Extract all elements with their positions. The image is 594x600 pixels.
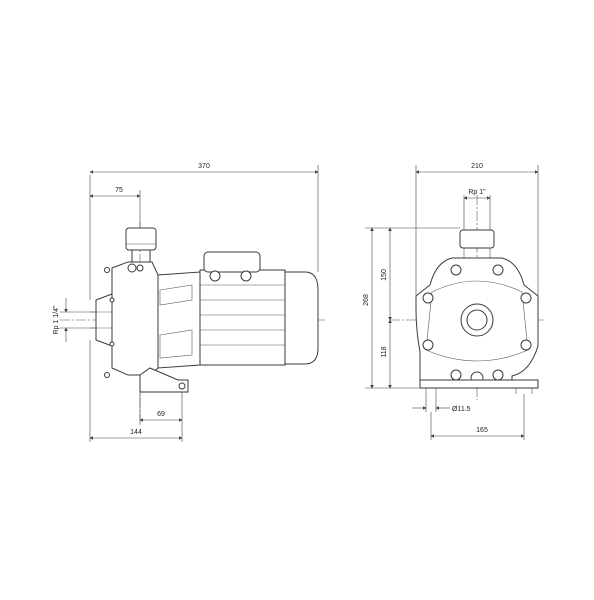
bolt-boss [450, 369, 462, 381]
bolt-boss [520, 339, 532, 351]
dim-foot-to-front: 144 [130, 429, 142, 436]
outlet-port [125, 227, 157, 251]
dim-upper-height: 150 [381, 269, 388, 281]
dim-outlet-thread: Rp 1" [468, 189, 486, 196]
inlet-bore [466, 309, 488, 331]
bolt-boss [492, 264, 504, 276]
motor-body [199, 269, 286, 366]
front-outlet-port [459, 229, 495, 249]
dim-foot-spacing: 165 [476, 427, 488, 434]
pump-casing [111, 261, 159, 376]
dim-overall-width: 210 [471, 163, 483, 170]
bracket [157, 271, 201, 369]
bolt-boss [422, 339, 434, 351]
dim-foot-length: 69 [157, 411, 165, 418]
bolt-boss [422, 292, 434, 304]
dim-total-height: 268 [363, 294, 370, 306]
bolt-boss [450, 264, 462, 276]
dim-overall-length: 370 [198, 163, 210, 170]
base-plate [419, 379, 539, 389]
inlet-flange [95, 293, 113, 347]
side-view: 370 75 Rp 1 1/4" 69 144 [53, 163, 325, 442]
bolt-boss [520, 292, 532, 304]
terminal-box [203, 251, 261, 273]
dim-inlet-thread: Rp 1 1/4" [53, 305, 60, 334]
front-view: 210 Rp 1" 268 150 118 Ø11.5 165 [363, 163, 545, 440]
dim-bolt-hole: Ø11.5 [452, 406, 471, 413]
motor-end-cover [284, 271, 319, 365]
dim-inlet-offset: 75 [115, 187, 123, 194]
dim-lower-height: 118 [381, 346, 388, 357]
bolt-boss [492, 369, 504, 381]
